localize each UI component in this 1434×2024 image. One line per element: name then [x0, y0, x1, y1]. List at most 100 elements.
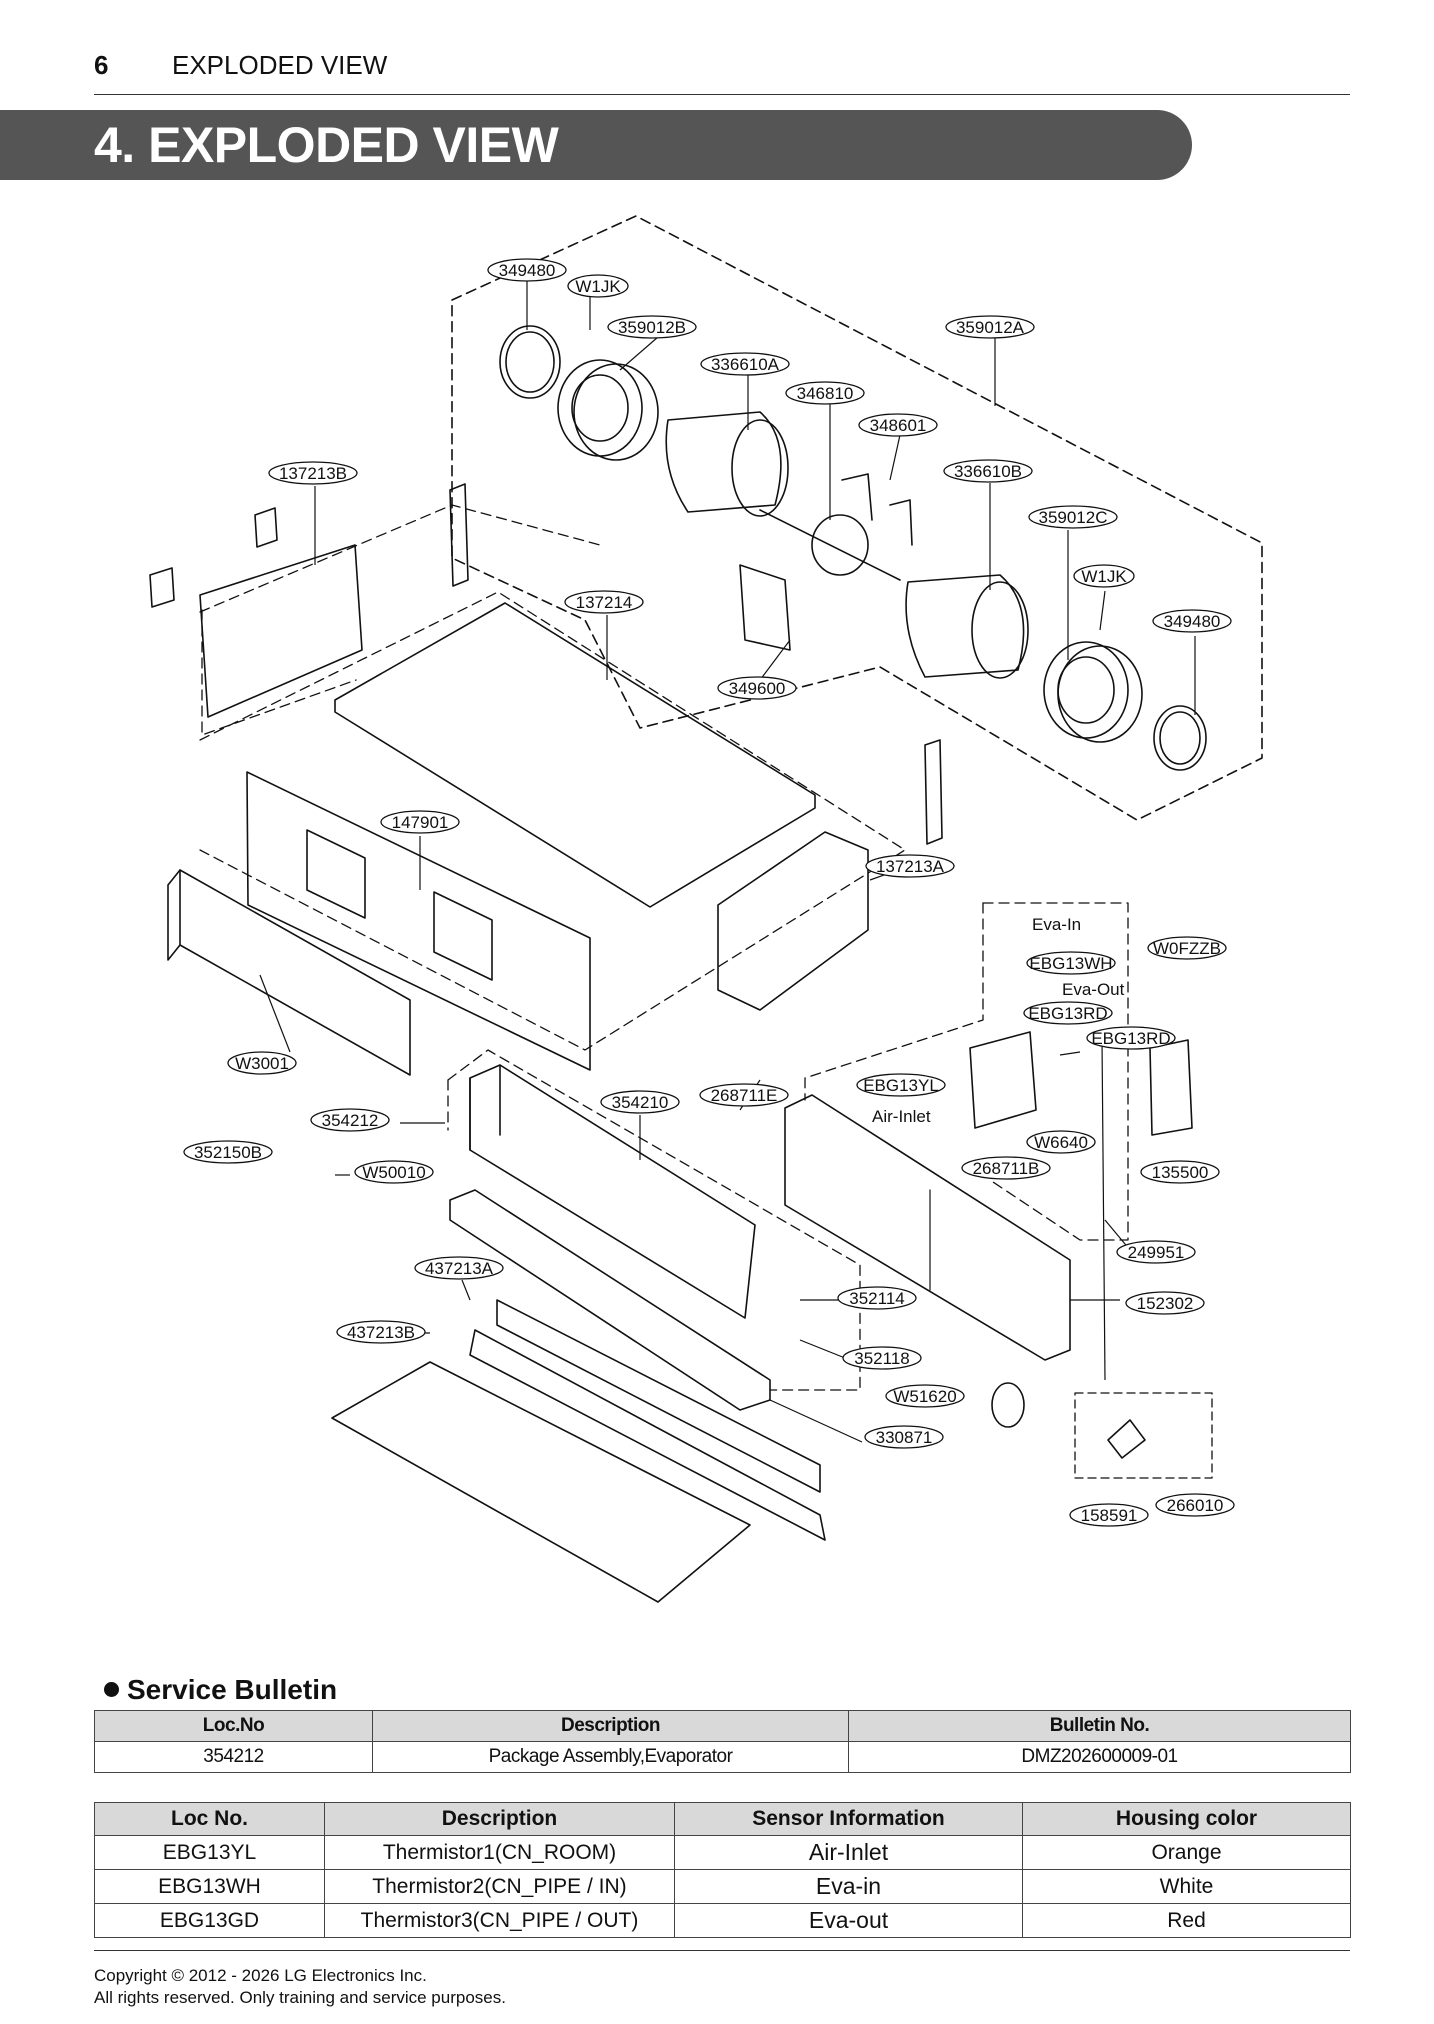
- callout-346810: 346810: [785, 381, 865, 405]
- col-header-loc: Loc No.: [94, 1802, 325, 1836]
- callout-158591: 158591: [1069, 1503, 1149, 1527]
- callout-352118: 352118: [842, 1346, 922, 1370]
- callout-w1jk: W1JK: [567, 274, 629, 298]
- callout-359012c: 359012C: [1028, 505, 1118, 529]
- callout-249951: 249951: [1116, 1240, 1196, 1264]
- callout-137213b: 137213B: [268, 461, 358, 485]
- callout-oval: [842, 1346, 922, 1370]
- callout-oval: [945, 315, 1035, 339]
- callout-ebg13rd: EBG13RD: [1086, 1026, 1176, 1050]
- callout-349600: 349600: [717, 676, 797, 700]
- fan-motor: [759, 509, 901, 581]
- callout-label: 437213B: [347, 1323, 415, 1342]
- table-row: EBG13YL Thermistor1(CN_ROOM) Air-Inlet O…: [94, 1835, 1351, 1870]
- callout-label: 352150B: [194, 1143, 262, 1162]
- callout-348601: 348601: [858, 413, 938, 437]
- callout-oval: [1026, 1130, 1096, 1154]
- evaporator-boundary: [447, 1049, 861, 1391]
- callout-label: EBG13WH: [1029, 954, 1112, 973]
- callout-w51620: W51620: [885, 1384, 965, 1408]
- callout-354212: 354212: [310, 1108, 390, 1132]
- header-rule: [94, 94, 1350, 95]
- callout-label: 268711E: [711, 1086, 778, 1105]
- callout-352114: 352114: [837, 1286, 917, 1310]
- callout-label: 354212: [322, 1111, 379, 1130]
- callout-152302: 152302: [1125, 1291, 1205, 1315]
- callout-label: 268711B: [973, 1159, 1040, 1178]
- service-bulletin-table: Loc.No Description Bulletin No. 354212 P…: [94, 1710, 1351, 1773]
- cell-description: Package Assembly,Evaporator: [372, 1741, 849, 1773]
- callout-label: W51620: [893, 1387, 956, 1406]
- fan-housing-left: [665, 411, 789, 517]
- side-panel-left: [199, 544, 363, 718]
- callout-oval: [1155, 1493, 1235, 1517]
- callout-label: 147901: [392, 813, 449, 832]
- callout-oval: [380, 810, 460, 834]
- table-row: 354212 Package Assembly,Evaporator DMZ20…: [94, 1741, 1351, 1773]
- cell-loc: EBG13GD: [94, 1903, 325, 1938]
- rights-text: All rights reserved. Only training and s…: [94, 1988, 506, 2007]
- callout-oval: [564, 590, 644, 614]
- front-panel: [246, 771, 591, 1071]
- callout-label: 336610B: [954, 462, 1022, 481]
- callout-label: 352114: [849, 1289, 904, 1308]
- callout-oval: [354, 1160, 434, 1184]
- base-plate: [331, 1361, 751, 1603]
- callout-oval: [1023, 1001, 1113, 1025]
- col-header-bulletin: Bulletin No.: [848, 1710, 1351, 1742]
- cell-housing: Red: [1022, 1903, 1351, 1938]
- table-header-row: Loc No. Description Sensor Information H…: [94, 1802, 1351, 1836]
- cell-loc: EBG13YL: [94, 1835, 325, 1870]
- callout-oval: [943, 459, 1033, 483]
- callout-label: 137213B: [279, 464, 347, 483]
- col-header-housing: Housing color: [1022, 1802, 1351, 1836]
- control-box-boundary: [982, 902, 1129, 1241]
- callout-268711b: 268711B: [961, 1156, 1051, 1180]
- callout-oval: [567, 274, 629, 298]
- callout-336610b: 336610B: [943, 459, 1033, 483]
- callout-oval: [1086, 1026, 1176, 1050]
- callout-label: 135500: [1152, 1163, 1209, 1182]
- table-row: EBG13GD Thermistor3(CN_PIPE / OUT) Eva-o…: [94, 1903, 1351, 1938]
- callout-oval: [600, 1090, 680, 1114]
- callout-label: 330871: [876, 1428, 933, 1447]
- callout-oval: [1140, 1160, 1220, 1184]
- callout-oval: [837, 1286, 917, 1310]
- callout-349480: 349480: [487, 258, 567, 282]
- side-panel-right: [717, 831, 869, 1011]
- callout-w50010: W50010: [354, 1160, 434, 1184]
- callout-label: W6640: [1034, 1133, 1088, 1152]
- callout-437213b: 437213B: [336, 1320, 426, 1344]
- section-banner: 4. EXPLODED VIEW: [0, 110, 1192, 180]
- bullet-icon: [104, 1682, 119, 1698]
- callout-label: 359012C: [1038, 508, 1107, 527]
- callout-label: 359012A: [956, 318, 1025, 337]
- callout-label: 359012B: [618, 318, 686, 337]
- label-eva-out: Eva-Out: [1062, 980, 1125, 999]
- cell-description: Thermistor3(CN_PIPE / OUT): [324, 1903, 675, 1938]
- callout-label: 349600: [729, 679, 786, 698]
- callout-label: W1JK: [575, 277, 621, 296]
- cell-description: Thermistor2(CN_PIPE / IN): [324, 1869, 675, 1904]
- callout-oval: [961, 1156, 1051, 1180]
- callout-oval: [864, 1425, 944, 1449]
- callout-oval: [1026, 951, 1116, 975]
- callout-oval: [227, 1051, 297, 1075]
- top-panel: [334, 602, 816, 908]
- callout-oval: [414, 1256, 504, 1280]
- air-filter: [784, 1094, 1071, 1361]
- callout-137214: 137214: [564, 590, 644, 614]
- callout-135500: 135500: [1140, 1160, 1220, 1184]
- callout-oval: [1073, 564, 1135, 588]
- callout-w6640: W6640: [1026, 1130, 1096, 1154]
- callout-oval: [1116, 1240, 1196, 1264]
- callout-oval: [336, 1320, 426, 1344]
- page-number: 6: [94, 50, 109, 80]
- callout-137213a: 137213A: [865, 854, 955, 878]
- callout-label: 152302: [1137, 1294, 1194, 1313]
- table-header-row: Loc.No Description Bulletin No.: [94, 1710, 1351, 1742]
- blower-wheel-right: [1043, 641, 1143, 743]
- callout-oval: [1125, 1291, 1205, 1315]
- col-header-description: Description: [324, 1802, 675, 1836]
- col-header-description: Description: [372, 1710, 849, 1742]
